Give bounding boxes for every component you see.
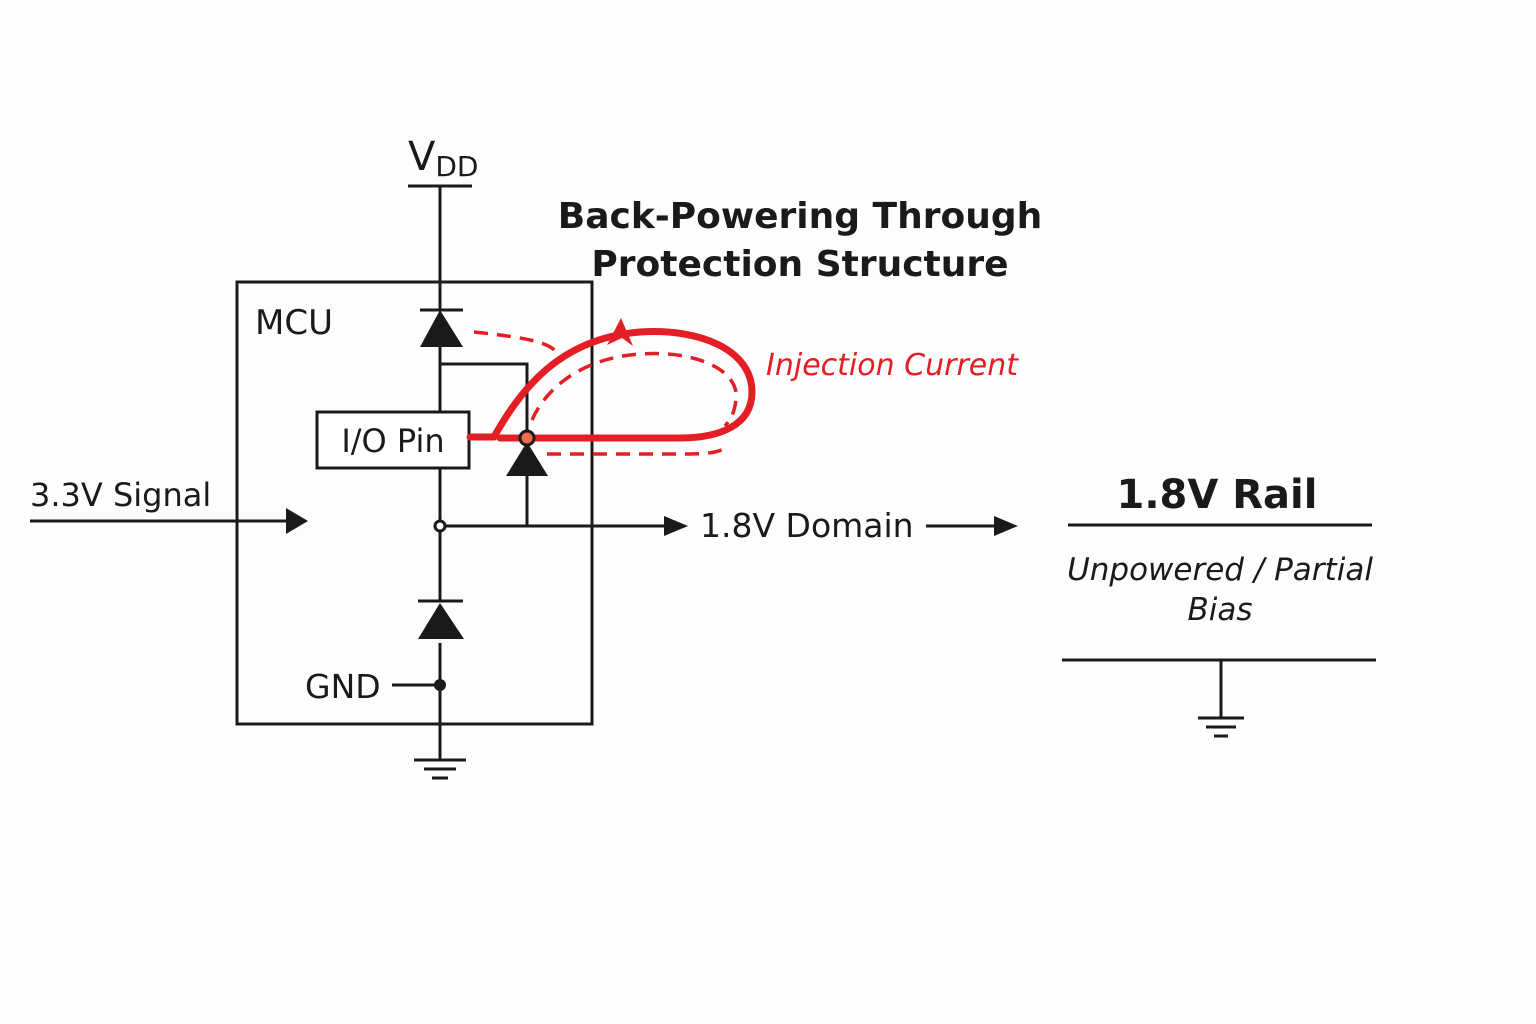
signal-arrow-icon [286,508,308,534]
rail-ground-icon [1198,716,1244,738]
injection-solid-loop [466,328,756,442]
injection-dash-inner [530,351,738,428]
diagram-title-line2: Protection Structure [591,244,1008,285]
rail-state-line1: Unpowered / Partial [1067,552,1373,588]
gnd-label: GND [305,667,381,706]
rail-arrow-icon [994,516,1018,536]
upper-diode-icon [420,308,463,347]
mcu-box [235,280,594,726]
injection-current-path [466,318,756,456]
clamp-diode-icon [506,442,548,476]
internal-node [433,519,447,533]
injection-current-label: Injection Current [766,348,1019,383]
signal-input-label: 3.3V Signal [30,476,211,514]
domain-label: 1.8V Domain [700,506,914,545]
clamp-branch-wire [440,362,529,440]
mcu-ground-icon [414,758,466,780]
gnd-node [434,679,446,691]
injection-dash-lower [547,443,730,456]
vdd-label: VDD [408,134,479,183]
rail-title: 1.8V Rail [1117,472,1318,518]
domain-arrow-icon [664,516,688,536]
mcu-label: MCU [255,303,333,343]
injection-junction-dot [518,429,536,447]
io-pin-label: I/O Pin [341,422,444,460]
injection-dash-upper [473,330,558,354]
rail-state-line2: Bias [1187,592,1252,628]
injection-arrow-icon [607,318,633,346]
diagram-title-line1: Back-Powering Through [558,196,1042,237]
lower-diode-icon [418,599,464,639]
